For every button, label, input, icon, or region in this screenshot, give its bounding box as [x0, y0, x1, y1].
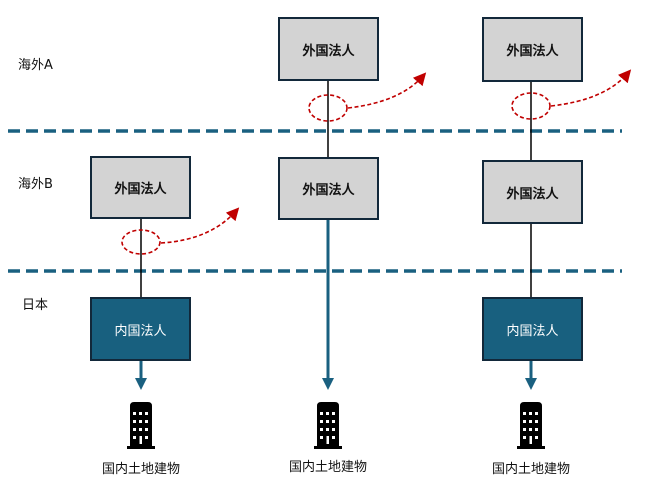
region-label-japan: 日本: [22, 298, 49, 313]
transfer-arrow-col1: [160, 207, 240, 244]
region-label-overseas-b: 海外B: [18, 177, 53, 192]
transfer-arrow-col2: [347, 72, 427, 109]
domestic-corp-box-col3: 内国法人: [482, 297, 583, 361]
foreign-corp-box-col1-overseas-b: 外国法人: [90, 156, 191, 219]
building-icon: [127, 402, 155, 449]
building-icon: [517, 402, 545, 449]
foreign-corp-box-col2-overseas-a: 外国法人: [278, 17, 379, 81]
foreign-corp-box-col3-overseas-b: 外国法人: [482, 160, 583, 224]
foreign-corp-box-col2-overseas-b: 外国法人: [278, 157, 379, 220]
asset-label-col2: 国内土地建物: [288, 460, 367, 475]
domestic-corp-box-col1: 内国法人: [90, 297, 191, 361]
transfer-circle-col1: [121, 229, 161, 255]
asset-label-col3: 国内土地建物: [491, 462, 570, 477]
transfer-arrow-col3: [550, 69, 632, 107]
transfer-circle-col2: [308, 94, 348, 122]
foreign-corp-box-col3-overseas-a: 外国法人: [482, 17, 583, 82]
transfer-circle-col3: [511, 92, 551, 120]
building-icon: [314, 402, 342, 449]
asset-label-col1: 国内土地建物: [101, 462, 180, 477]
region-label-overseas-a: 海外A: [18, 58, 53, 73]
